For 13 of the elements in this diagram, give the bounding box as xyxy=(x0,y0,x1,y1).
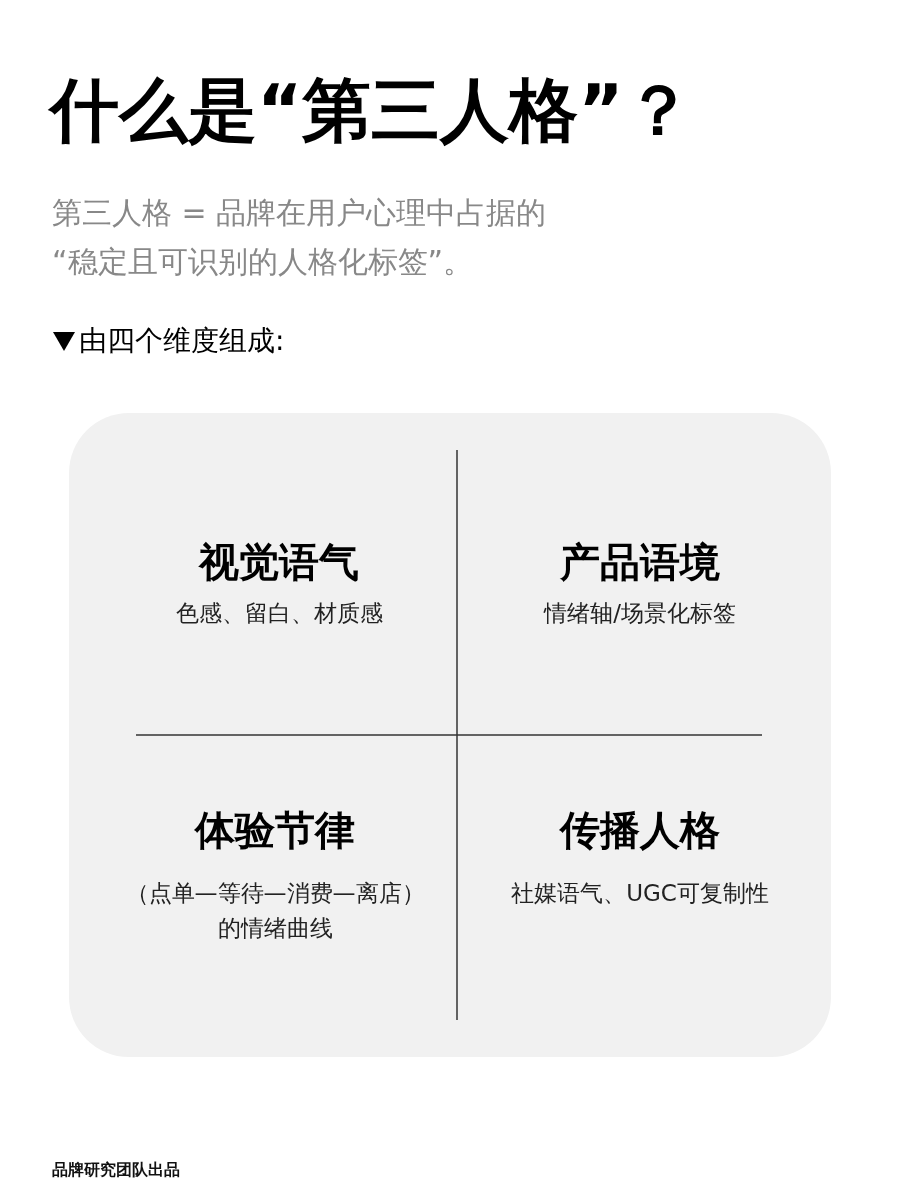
quadrant-heading: 视觉语气 xyxy=(199,538,359,587)
section-heading: 由四个维度组成: xyxy=(79,323,286,359)
quadrant-description: 情绪轴/场景化标签 xyxy=(544,599,736,628)
quadrant-description: 社媒语气、UGC可复制性 xyxy=(511,879,769,908)
quadrant-heading: 体验节律 xyxy=(195,806,355,855)
definition-text: 第三人格 = 品牌在用户心理中占据的“稳定且可识别的人格化标签”。 xyxy=(52,194,548,281)
quadrant-description: （点单—等待—消费—离店）的情绪曲线 xyxy=(124,879,426,943)
quadrant-description: 色感、留白、材质感 xyxy=(175,599,383,628)
quadrant-heading: 产品语境 xyxy=(560,538,720,587)
footer-credit: 品牌研究团队出品 xyxy=(52,1159,181,1181)
quadrant-heading: 传播人格 xyxy=(560,806,720,855)
page-title: 什么是“第三人格”？ xyxy=(50,69,693,152)
rounded-panel xyxy=(69,413,831,1057)
